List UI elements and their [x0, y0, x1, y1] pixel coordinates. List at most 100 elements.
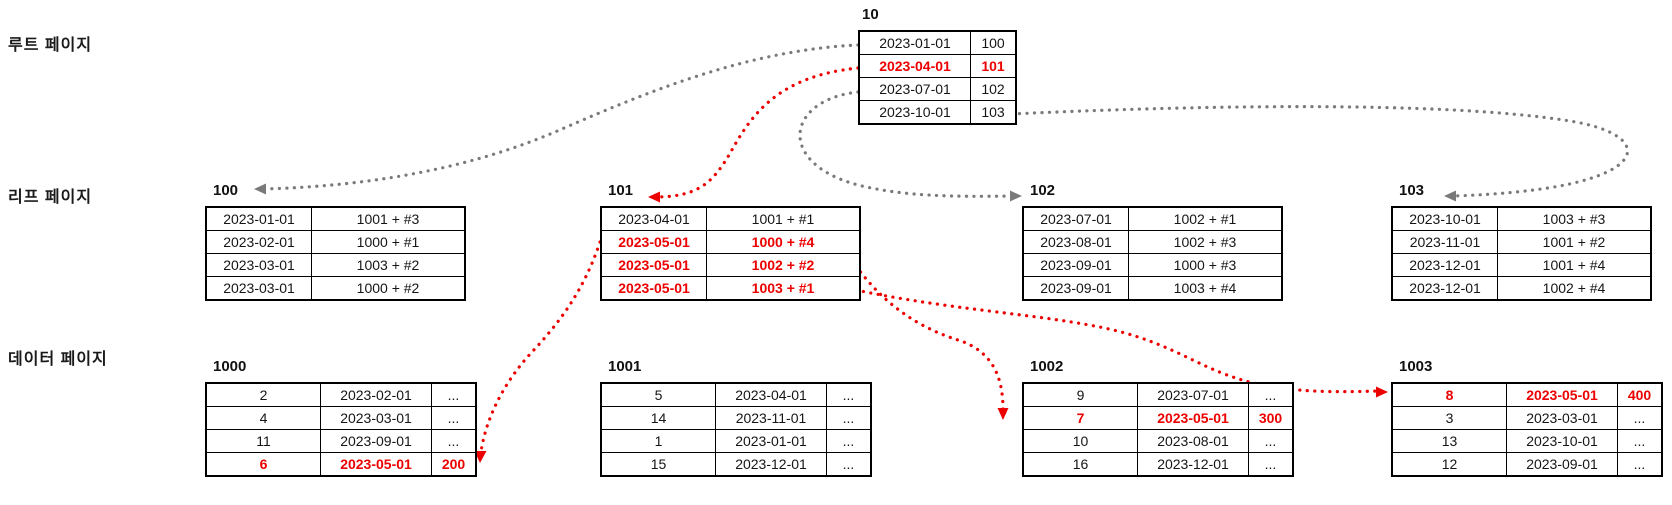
value-cell: ... [1617, 406, 1663, 430]
date-cell: 2023-12-01 [1137, 452, 1249, 477]
value-cell: ... [826, 452, 872, 477]
page-title: 1003 [1399, 358, 1433, 375]
table-row: 2 2023-02-01 ... [205, 382, 477, 407]
date-cell: 2023-11-01 [715, 406, 827, 430]
table-row: 15 2023-12-01 ... [600, 452, 872, 477]
row-ref-cell: 1002 + #1 [1128, 206, 1283, 231]
row-ref-cell: 1001 + #2 [1497, 230, 1652, 254]
leaf-level-label: 리프 페이지 [8, 189, 93, 206]
page-title: 101 [608, 182, 634, 199]
date-cell: 2023-01-01 [715, 429, 827, 453]
page-ref-cell: 102 [970, 77, 1017, 101]
page-ref-cell: 100 [970, 30, 1017, 55]
arrow-leaf-101-to-data-1000 [479, 240, 602, 454]
table-row: 3 2023-03-01 ... [1391, 406, 1663, 430]
date-cell: 2023-10-01 [1506, 429, 1618, 453]
date-cell: 2023-02-01 [320, 382, 432, 407]
arrow-leaf-101-to-data-1002 [854, 264, 1005, 412]
arrow-root-to-leaf-101 [656, 66, 860, 199]
value-cell: ... [1248, 382, 1294, 407]
table-row: 2023-02-01 1000 + #1 [205, 230, 466, 254]
root-level-label: 루트 페이지 [8, 37, 93, 54]
arrowhead-data-1002 [997, 408, 1009, 420]
arrow-root-to-leaf-100 [262, 43, 860, 191]
value-cell: ... [1617, 452, 1663, 477]
table-row: 5 2023-04-01 ... [600, 382, 872, 407]
row-ref-cell: 1001 + #3 [311, 206, 466, 231]
table-row: 16 2023-12-01 ... [1022, 452, 1294, 477]
data-page-1001: 1001 5 2023-04-01 ... 14 2023-11-01 ... … [600, 358, 872, 477]
root-page-10: 10 2023-01-01 100 2023-04-01 101 2023-07… [858, 6, 1017, 125]
table-row: 9 2023-07-01 ... [1022, 382, 1294, 407]
data-level-label: 데이터 페이지 [8, 351, 108, 368]
index-key-cell: 2023-07-01 [1022, 206, 1129, 231]
row-id-cell: 2 [205, 382, 321, 407]
table-row: 2023-04-01 101 [858, 54, 1017, 78]
data-page-1003: 1003 8 2023-05-01 400 3 2023-03-01 ... 1… [1391, 358, 1663, 477]
table-row: 2023-10-01 1003 + #3 [1391, 206, 1652, 231]
index-key-cell: 2023-08-01 [1022, 230, 1129, 254]
value-cell: ... [826, 382, 872, 407]
index-key-cell: 2023-10-01 [858, 100, 971, 125]
row-id-cell: 3 [1391, 406, 1507, 430]
index-key-cell: 2023-12-01 [1391, 253, 1498, 277]
date-cell: 2023-09-01 [1506, 452, 1618, 477]
value-cell: ... [431, 406, 477, 430]
date-cell: 2023-05-01 [1506, 382, 1618, 407]
value-cell: 300 [1248, 406, 1294, 430]
table-row: 13 2023-10-01 ... [1391, 429, 1663, 453]
index-key-cell: 2023-04-01 [858, 54, 971, 78]
data-page-table: 5 2023-04-01 ... 14 2023-11-01 ... 1 202… [600, 382, 872, 477]
leaf-page-table: 2023-10-01 1003 + #3 2023-11-01 1001 + #… [1391, 206, 1652, 301]
table-row: 2023-09-01 1003 + #4 [1022, 276, 1283, 301]
value-cell: ... [431, 429, 477, 453]
data-page-1000: 1000 2 2023-02-01 ... 4 2023-03-01 ... 1… [205, 358, 477, 477]
date-cell: 2023-05-01 [320, 452, 432, 477]
table-row: 2023-10-01 103 [858, 100, 1017, 125]
row-id-cell: 15 [600, 452, 716, 477]
index-key-cell: 2023-01-01 [205, 206, 312, 231]
table-row: 2023-01-01 1001 + #3 [205, 206, 466, 231]
index-key-cell: 2023-07-01 [858, 77, 971, 101]
date-cell: 2023-03-01 [320, 406, 432, 430]
row-id-cell: 4 [205, 406, 321, 430]
page-title: 103 [1399, 182, 1425, 199]
row-ref-cell: 1003 + #2 [311, 253, 466, 277]
table-row: 11 2023-09-01 ... [205, 429, 477, 453]
row-id-cell: 7 [1022, 406, 1138, 430]
table-row: 2023-05-01 1002 + #2 [600, 253, 861, 277]
index-key-cell: 2023-12-01 [1391, 276, 1498, 301]
row-id-cell: 8 [1391, 382, 1507, 407]
date-cell: 2023-12-01 [715, 452, 827, 477]
index-key-cell: 2023-03-01 [205, 276, 312, 301]
row-ref-cell: 1000 + #4 [706, 230, 861, 254]
index-key-cell: 2023-03-01 [205, 253, 312, 277]
page-title: 10 [862, 6, 879, 23]
value-cell: 200 [431, 452, 477, 477]
index-key-cell: 2023-01-01 [858, 30, 971, 55]
table-row: 2023-09-01 1000 + #3 [1022, 253, 1283, 277]
index-key-cell: 2023-09-01 [1022, 276, 1129, 301]
value-cell: ... [1617, 429, 1663, 453]
row-ref-cell: 1003 + #1 [706, 276, 861, 301]
row-id-cell: 16 [1022, 452, 1138, 477]
table-row: 2023-12-01 1002 + #4 [1391, 276, 1652, 301]
table-row: 2023-03-01 1003 + #2 [205, 253, 466, 277]
date-cell: 2023-05-01 [1137, 406, 1249, 430]
row-ref-cell: 1000 + #1 [311, 230, 466, 254]
date-cell: 2023-03-01 [1506, 406, 1618, 430]
table-row: 2023-11-01 1001 + #2 [1391, 230, 1652, 254]
page-title: 1002 [1030, 358, 1064, 375]
index-key-cell: 2023-11-01 [1391, 230, 1498, 254]
value-cell: ... [1248, 452, 1294, 477]
value-cell: ... [431, 382, 477, 407]
row-id-cell: 5 [600, 382, 716, 407]
row-id-cell: 6 [205, 452, 321, 477]
table-row: 2023-07-01 1002 + #1 [1022, 206, 1283, 231]
table-row: 6 2023-05-01 200 [205, 452, 477, 477]
table-row: 2023-01-01 100 [858, 30, 1017, 55]
date-cell: 2023-04-01 [715, 382, 827, 407]
index-key-cell: 2023-05-01 [600, 276, 707, 301]
value-cell: ... [826, 406, 872, 430]
value-cell: ... [1248, 429, 1294, 453]
